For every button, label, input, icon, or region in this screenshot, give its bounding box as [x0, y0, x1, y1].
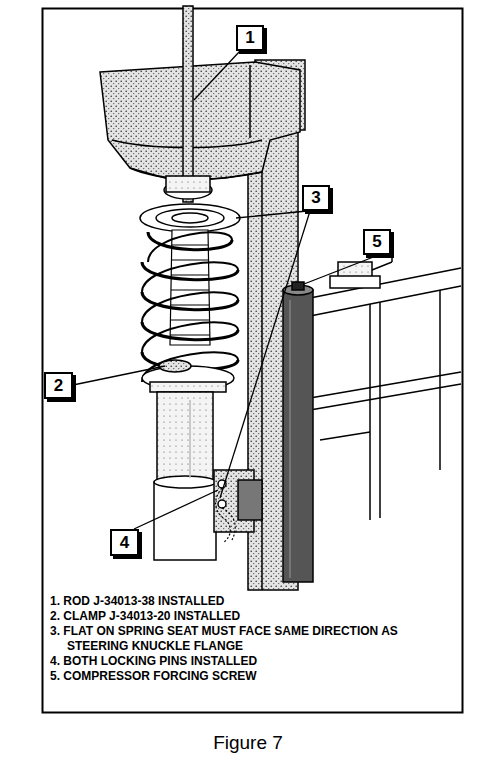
callout-number: 3	[311, 188, 320, 208]
spring-coil	[142, 262, 238, 292]
callout-number: 4	[120, 533, 129, 553]
callout-box: 3	[302, 185, 330, 211]
legend-note: 4. BOTH LOCKING PINS INSTALLED	[50, 654, 458, 669]
callout-number: 5	[372, 232, 381, 252]
spring-coil	[142, 292, 238, 322]
legend-note: 2. CLAMP J-34013-20 INSTALLED	[50, 609, 458, 624]
legend-note: 3. FLAT ON SPRING SEAT MUST FACE SAME DI…	[50, 624, 458, 654]
figure-caption: Figure 7	[0, 732, 496, 754]
legend-list: 1. ROD J-34013-38 INSTALLED2. CLAMP J-34…	[50, 594, 458, 684]
spring-coil	[142, 322, 238, 352]
legend-note: 5. COMPRESSOR FORCING SCREW	[50, 669, 458, 684]
callout-number: 2	[54, 376, 63, 396]
callout-box: 1	[236, 25, 264, 51]
callout-box: 5	[363, 229, 391, 255]
callout-box: 2	[44, 372, 73, 399]
callout-box: 4	[110, 529, 139, 556]
legend-note: 1. ROD J-34013-38 INSTALLED	[50, 594, 458, 609]
spring-coil	[148, 232, 232, 262]
callout-number: 1	[245, 28, 254, 48]
